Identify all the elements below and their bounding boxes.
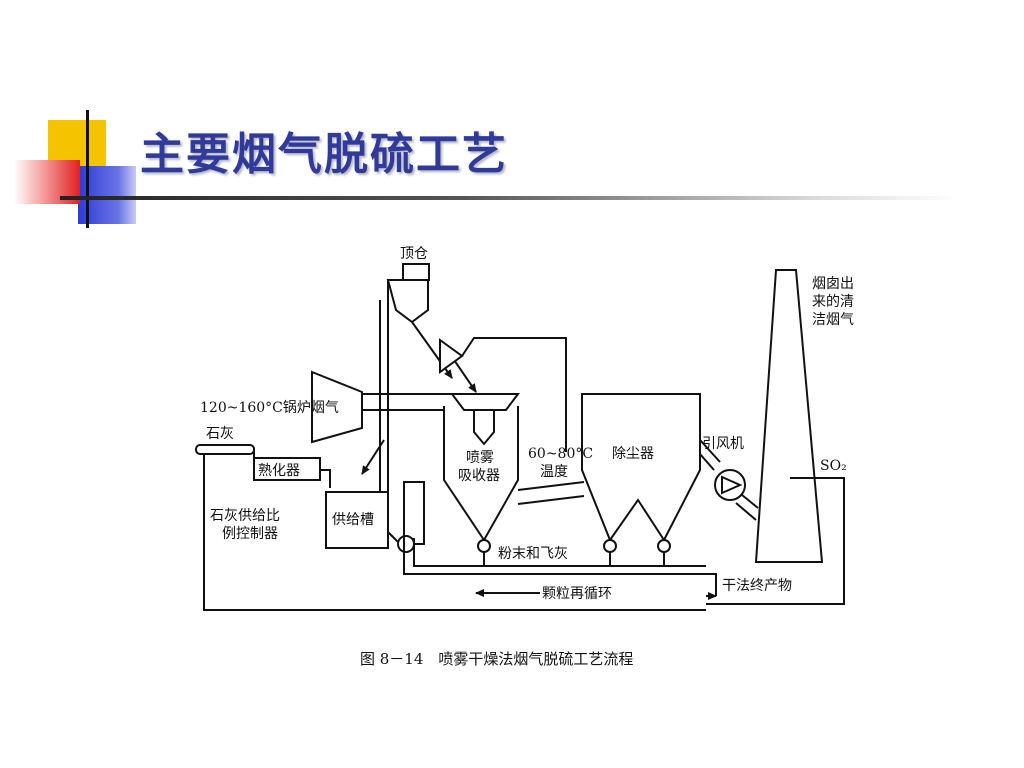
collector-to-fan-duct bbox=[699, 439, 721, 463]
label-temp-1: 60~80°C bbox=[528, 446, 593, 462]
figure-caption: 图 8－14 喷雾干燥法烟气脱硫工艺流程 bbox=[360, 650, 633, 668]
so2-sample-line bbox=[706, 477, 845, 605]
atomizer-pump-icon bbox=[439, 338, 464, 374]
temperature-control-line bbox=[461, 337, 567, 452]
hopper bbox=[402, 263, 430, 281]
spray-nozzle bbox=[450, 393, 520, 411]
label-dry-product: 干法终产物 bbox=[722, 578, 792, 594]
pump-riser-outer bbox=[403, 481, 425, 548]
label-induced-fan: 引风机 bbox=[702, 436, 744, 452]
label-temp-2: 温度 bbox=[540, 464, 568, 480]
label-hopper: 顶仓 bbox=[400, 246, 428, 262]
label-ratio-controller-2: 例控制器 bbox=[222, 526, 278, 542]
label-boiler-flue: 120~160°C锅炉烟气 bbox=[200, 400, 339, 416]
title-underline bbox=[60, 196, 960, 200]
fan-to-stack-duct-b bbox=[735, 502, 757, 521]
feed-tank bbox=[325, 491, 389, 549]
label-powder-fly-ash: 粉末和飞灰 bbox=[498, 546, 568, 562]
label-ratio-controller-1: 石灰供给比 bbox=[210, 508, 280, 524]
valve-icon-2 bbox=[603, 539, 617, 553]
valve-icon-3 bbox=[657, 539, 671, 553]
lime-pipe bbox=[195, 444, 255, 455]
label-recycle: 颗粒再循环 bbox=[542, 586, 612, 602]
tank-to-pump bbox=[387, 531, 399, 543]
slaker-to-tank bbox=[320, 469, 331, 488]
chimney-stack bbox=[754, 269, 824, 563]
controller-signal-line bbox=[203, 454, 706, 611]
decor-vertical-line bbox=[86, 110, 89, 228]
tank-to-elevator bbox=[361, 439, 385, 475]
valve-icon-1 bbox=[477, 539, 491, 553]
label-lime: 石灰 bbox=[206, 426, 234, 442]
hopper-body bbox=[386, 279, 429, 324]
boiler-flue-duct bbox=[311, 370, 363, 444]
label-feed-tank: 供给槽 bbox=[332, 512, 374, 528]
label-so2: SO₂ bbox=[820, 458, 847, 474]
label-slaker: 熟化器 bbox=[258, 463, 300, 479]
label-stack-3: 洁烟气 bbox=[812, 312, 854, 328]
label-stack-2: 来的清 bbox=[812, 294, 854, 310]
absorber-to-collector-duct bbox=[517, 481, 585, 491]
label-absorber-1: 喷雾 bbox=[466, 450, 494, 466]
fan-to-stack-duct bbox=[741, 494, 759, 509]
slide-title: 主要烟气脱硫工艺 bbox=[140, 129, 508, 180]
recycle-riser-b bbox=[413, 538, 706, 567]
fan-blade-icon bbox=[721, 475, 743, 495]
recycle-riser bbox=[403, 548, 717, 596]
absorber-to-collector-duct-b bbox=[517, 495, 585, 505]
absorber-distributor bbox=[473, 410, 495, 446]
collector-to-fan-duct-b bbox=[699, 453, 715, 471]
slurry-pump-icon bbox=[397, 535, 415, 553]
label-stack-1: 烟囱出 bbox=[812, 276, 854, 292]
label-dust-collector: 除尘器 bbox=[612, 446, 654, 462]
dust-collector bbox=[581, 393, 701, 543]
label-absorber-2: 吸收器 bbox=[458, 468, 500, 484]
